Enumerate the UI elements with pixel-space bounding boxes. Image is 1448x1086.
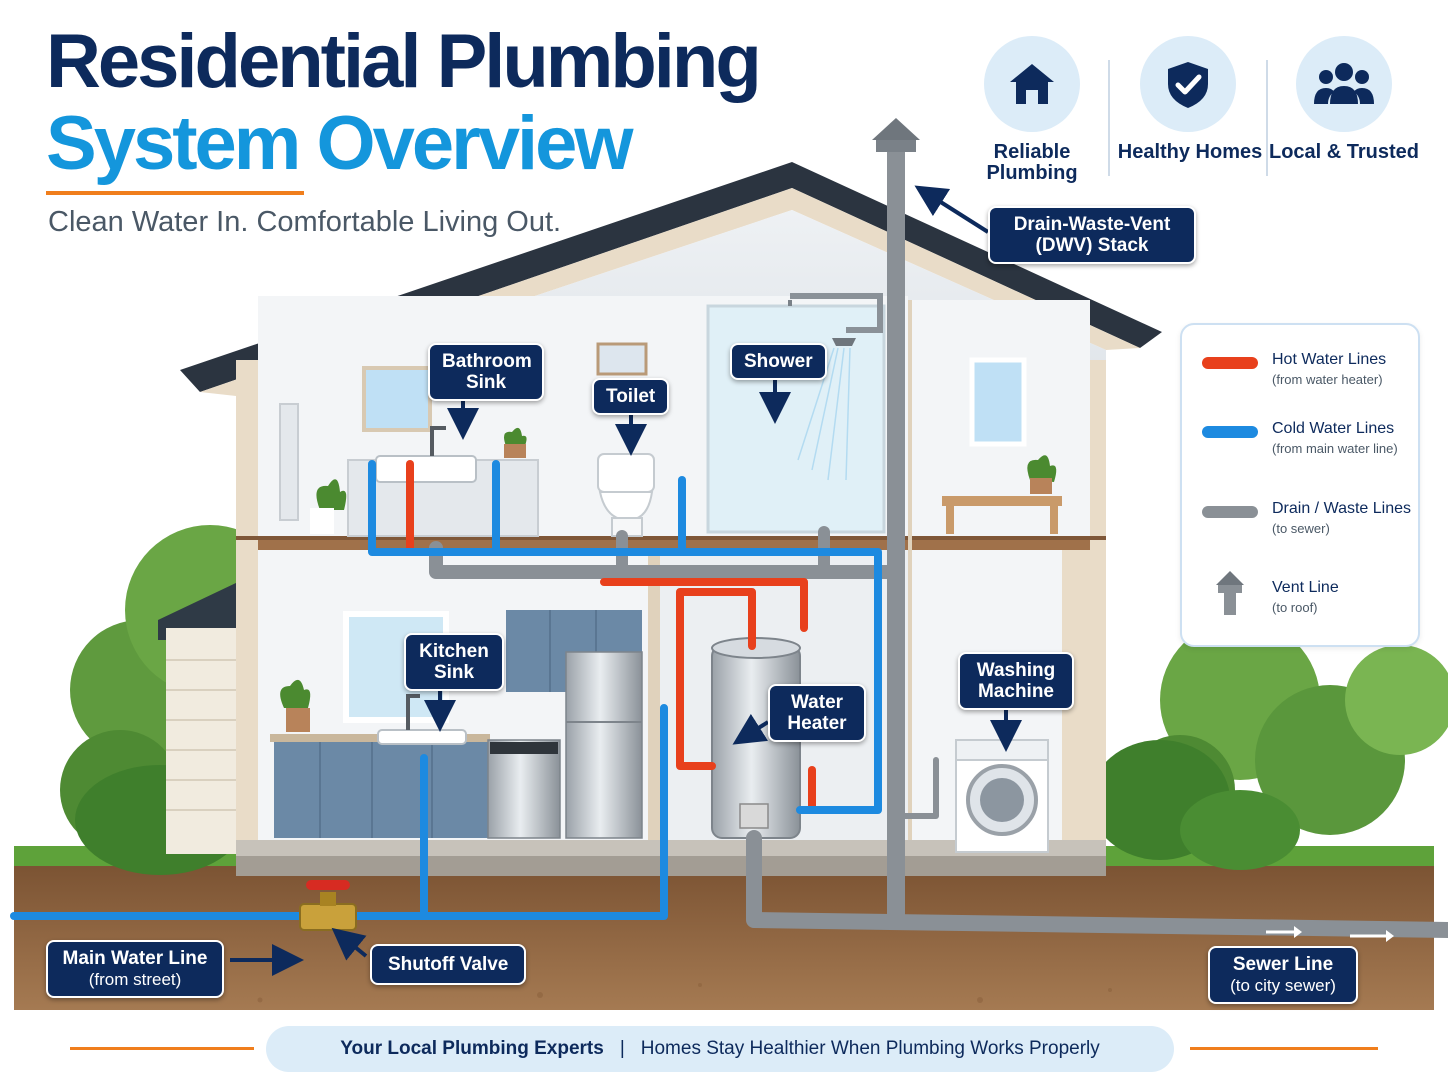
people-icon xyxy=(1296,36,1392,132)
callout-dwv-stack: Drain-Waste-Vent (DWV) Stack xyxy=(988,206,1196,264)
callout-shower: Shower xyxy=(730,343,827,380)
sewer-line-label: Sewer Line xyxy=(1232,954,1334,975)
vent-icon xyxy=(1212,567,1248,622)
page-title-line1: Residential Plumbing xyxy=(46,19,762,104)
legend-cold-label: Cold Water Lines xyxy=(1272,420,1395,437)
title-accent-rule xyxy=(46,191,304,195)
legend-hot-label: Hot Water Lines xyxy=(1272,351,1387,368)
washing-machine-appliance xyxy=(955,739,1049,853)
legend-cold-swatch xyxy=(1202,426,1258,438)
badge-divider xyxy=(1108,60,1110,176)
footer-separator: | xyxy=(619,1038,625,1059)
page-subtitle: Clean Water In. Comfortable Living Out. xyxy=(48,206,562,238)
arrow-water-heater xyxy=(732,713,770,745)
legend-drain-swatch xyxy=(1202,506,1258,518)
ground-soil xyxy=(14,860,1434,1010)
side-annex xyxy=(158,582,238,854)
legend-cold-sub: (from main water line) xyxy=(1272,441,1398,456)
callout-kitchen-sink: Kitchen Sink xyxy=(404,633,504,691)
badge-local-trusted: Local & Trusted xyxy=(1268,141,1420,163)
callout-washing-machine: Washing Machine xyxy=(958,652,1074,710)
footer-left-text: Your Local Plumbing Experts xyxy=(340,1038,604,1059)
house-icon xyxy=(984,36,1080,132)
callout-bathroom-sink: Bathroom Sink xyxy=(428,343,544,401)
footer-banner: Your Local Plumbing Experts | Homes Stay… xyxy=(266,1026,1174,1072)
legend-vent-label: Vent Line xyxy=(1272,579,1339,596)
sewer-line-sub: (to city sewer) xyxy=(1230,976,1336,995)
legend-drain-sub: (to sewer) xyxy=(1272,521,1330,536)
page-title-line2: System Overview xyxy=(46,101,633,186)
footer-rule-left xyxy=(70,1047,254,1050)
legend-vent-sub: (to roof) xyxy=(1272,600,1318,615)
callout-shutoff-valve: Shutoff Valve xyxy=(370,944,527,985)
callout-sewer-line: Sewer Line (to city sewer) xyxy=(1208,946,1358,1004)
badge-divider xyxy=(1266,60,1268,176)
bathroom-scene xyxy=(279,293,1062,537)
main-water-line-sub: (from street) xyxy=(88,970,182,989)
legend-hot-swatch xyxy=(1202,357,1258,369)
pipe-legend: Hot Water Lines (from water heater) Cold… xyxy=(1180,323,1420,647)
hot-water-pipes xyxy=(406,460,816,814)
shutoff-valve-fixture xyxy=(299,880,357,931)
badge-reliable-plumbing: Reliable Plumbing xyxy=(986,141,1078,184)
legend-hot-sub: (from water heater) xyxy=(1272,372,1383,387)
legend-drain-label: Drain / Waste Lines xyxy=(1272,500,1412,517)
callout-toilet: Toilet xyxy=(592,378,670,415)
badge-healthy-homes: Healthy Homes xyxy=(1117,141,1263,163)
arrow-shutoff xyxy=(331,927,368,961)
kitchen-scene xyxy=(270,610,643,839)
shield-check-icon xyxy=(1140,36,1236,132)
arrow-dwv xyxy=(914,185,990,234)
callout-main-water-line: Main Water Line (from street) xyxy=(46,940,224,998)
main-water-line-label: Main Water Line xyxy=(62,948,208,969)
vent-cap-roof xyxy=(872,118,920,140)
callout-water-heater: Water Heater xyxy=(768,684,866,742)
footer-right-text: Homes Stay Healthier When Plumbing Works… xyxy=(640,1038,1100,1059)
cold-water-pipes xyxy=(10,460,882,920)
footer-rule-right xyxy=(1190,1047,1378,1050)
